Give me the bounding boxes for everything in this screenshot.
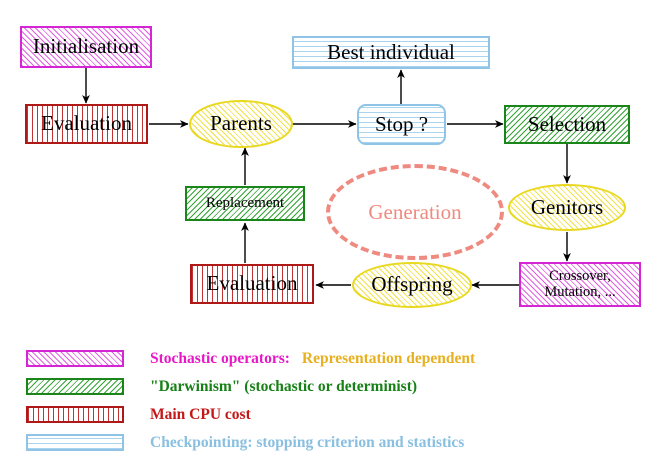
node-evaluation-bottom[interactable]: Evaluation bbox=[190, 264, 314, 304]
legend-label-stochastic-operators: Stochastic operators: bbox=[150, 349, 290, 367]
node-crossover-mutation-label-line2: Mutation, ... bbox=[544, 283, 616, 300]
node-genitors[interactable]: Genitors bbox=[508, 184, 626, 231]
legend-label-checkpointing: Checkpointing: stopping criterion and st… bbox=[150, 433, 465, 451]
legend-swatch-red-vertical-hatch bbox=[26, 406, 124, 423]
legend-label-darwinism: "Darwinism" (stochastic or determinist) bbox=[150, 377, 418, 395]
legend-swatch-magenta-diagonal-hatch bbox=[26, 350, 124, 367]
node-replacement-label: Replacement bbox=[205, 194, 285, 211]
node-evaluation-bottom-label: Evaluation bbox=[206, 271, 298, 296]
node-initialisation-label: Initialisation bbox=[32, 34, 140, 59]
node-parents-label: Parents bbox=[210, 111, 272, 136]
legend-label-main-cpu-cost: Main CPU cost bbox=[150, 405, 251, 423]
legend-row-stochastic-operators: Stochastic operators: Representation depe… bbox=[26, 346, 646, 371]
legend-row-darwinism: "Darwinism" (stochastic or determinist) bbox=[26, 374, 646, 399]
node-offspring-label: Offspring bbox=[371, 272, 453, 297]
node-stop-label: Stop ? bbox=[374, 111, 429, 136]
legend-text-checkpointing: Checkpointing: stopping criterion and st… bbox=[150, 434, 464, 452]
node-evaluation-top-label: Evaluation bbox=[41, 111, 132, 136]
legend-text-main-cpu-cost: Main CPU cost bbox=[150, 406, 251, 424]
node-initialisation[interactable]: Initialisation bbox=[20, 26, 152, 68]
node-selection-label: Selection bbox=[527, 111, 607, 136]
node-offspring[interactable]: Offspring bbox=[352, 262, 472, 308]
node-best-individual-label: Best individual bbox=[327, 39, 455, 64]
node-replacement[interactable]: Replacement bbox=[185, 186, 305, 221]
legend-row-main-cpu-cost: Main CPU cost bbox=[26, 402, 646, 427]
legend-swatch-green-diagonal-hatch bbox=[26, 378, 124, 395]
node-crossover-mutation[interactable]: Crossover, Mutation, ... bbox=[519, 262, 641, 307]
legend-row-checkpointing: Checkpointing: stopping criterion and st… bbox=[26, 430, 646, 455]
legend-text-stochastic-operators: Stochastic operators: Representation depe… bbox=[150, 350, 475, 368]
node-parents[interactable]: Parents bbox=[189, 100, 293, 148]
node-evaluation-top[interactable]: Evaluation bbox=[25, 104, 148, 144]
legend-label-representation-dependent: Representation dependent bbox=[301, 349, 476, 367]
node-stop[interactable]: Stop ? bbox=[357, 104, 446, 145]
node-crossover-mutation-label-line1: Crossover, bbox=[549, 268, 611, 285]
legend-swatch-blue-horizontal-hatch bbox=[26, 434, 124, 451]
node-generation: Generation bbox=[326, 164, 504, 260]
node-genitors-label: Genitors bbox=[530, 194, 604, 219]
node-best-individual[interactable]: Best individual bbox=[292, 36, 490, 69]
legend: Stochastic operators: Representation depe… bbox=[26, 346, 646, 458]
legend-text-darwinism: "Darwinism" (stochastic or determinist) bbox=[150, 378, 417, 396]
node-generation-label: Generation bbox=[368, 199, 462, 224]
node-selection[interactable]: Selection bbox=[504, 105, 630, 144]
